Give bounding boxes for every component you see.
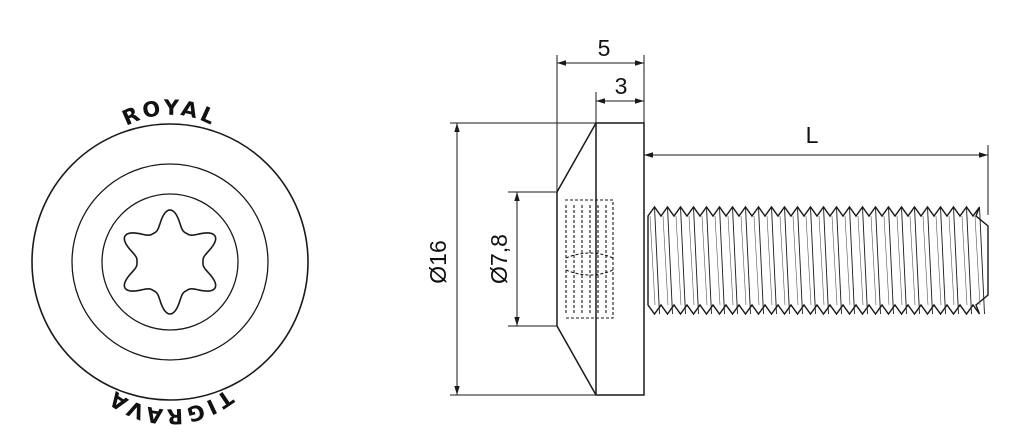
thread-root-line [675, 215, 682, 306]
threaded-shank [647, 205, 989, 316]
thread-crest-line [732, 206, 738, 315]
thread-root-line [662, 215, 669, 306]
thread-root-line [909, 215, 916, 306]
thread-root-line [792, 215, 799, 306]
head-middle-circle [71, 163, 269, 361]
thread-root-line [870, 215, 877, 306]
thread-crest-line [927, 206, 933, 315]
dim-length-label: L [806, 122, 819, 148]
thread-crest-line [875, 206, 881, 315]
thread-crest-line [979, 206, 985, 315]
thread-crest-line [693, 206, 699, 315]
thread-root-line [896, 215, 903, 306]
logo-bottom-text: TIGRAVA [103, 385, 238, 429]
thread-root-line [727, 215, 734, 306]
thread-crest-line [680, 206, 686, 315]
thread-crest-line [849, 206, 855, 315]
thread-crest-line [810, 206, 816, 315]
thread-root-line [766, 215, 773, 306]
head-front-view: ROYAL TIGRAVA [31, 96, 309, 429]
thread-root-line [753, 215, 760, 306]
thread-root-line [961, 215, 968, 306]
dimension-lines [450, 55, 989, 396]
thread-root-line [740, 215, 747, 306]
thread-root-line [974, 215, 981, 306]
thread-crest-line [654, 206, 660, 315]
thread-root-line [844, 215, 851, 306]
head-outer-circle [31, 123, 309, 401]
thread-root-line [701, 215, 708, 306]
thread-crest-line [797, 206, 803, 315]
thread-crest-line [966, 206, 972, 315]
thread-root-line [831, 215, 838, 306]
dim-head-diameter-label: Ø16 [425, 240, 451, 283]
thread-root-line [922, 215, 929, 306]
thread-root-line [688, 215, 695, 306]
thread-crest-line [836, 206, 842, 315]
thread-crest-line [758, 206, 764, 315]
thread-root-line [649, 215, 656, 306]
thread-root-line [779, 215, 786, 306]
dimension-labels: 5 3 L Ø16 Ø7,8 [425, 35, 819, 284]
thread-root-line [818, 215, 825, 306]
thread-crest-line [706, 206, 712, 315]
bolt-side-view [556, 122, 989, 396]
thread-crest-line [719, 206, 725, 315]
thread-root-line [714, 215, 721, 306]
dim-cone-height-label: 3 [615, 73, 628, 99]
thread-root-line [857, 215, 864, 306]
recess-circle [101, 193, 239, 331]
thread-root-line [805, 215, 812, 306]
thread-crest-line [745, 206, 751, 315]
logo-top-text: ROYAL [119, 96, 222, 131]
thread-crest-line [784, 206, 790, 315]
thread-crest-line [901, 206, 907, 315]
dim-cone-diameter-label: Ø7,8 [486, 234, 512, 284]
countersink-cone [556, 122, 597, 396]
dim-head-height-label: 5 [598, 35, 611, 61]
thread-crest-line [862, 206, 868, 315]
thread-root-line [935, 215, 942, 306]
hidden-drive-recess [565, 199, 614, 319]
torx-star-icon [123, 209, 217, 315]
thread-root-line [883, 215, 890, 306]
thread-crest-line [914, 206, 920, 315]
head-body [595, 122, 645, 396]
thread-crest-line [667, 206, 673, 315]
thread-crest-line [823, 206, 829, 315]
thread-crest-line [888, 206, 894, 315]
thread-crest-line [953, 206, 959, 315]
thread-crest-line [940, 206, 946, 315]
thread-root-line [948, 215, 955, 306]
thread-crest-line [771, 206, 777, 315]
